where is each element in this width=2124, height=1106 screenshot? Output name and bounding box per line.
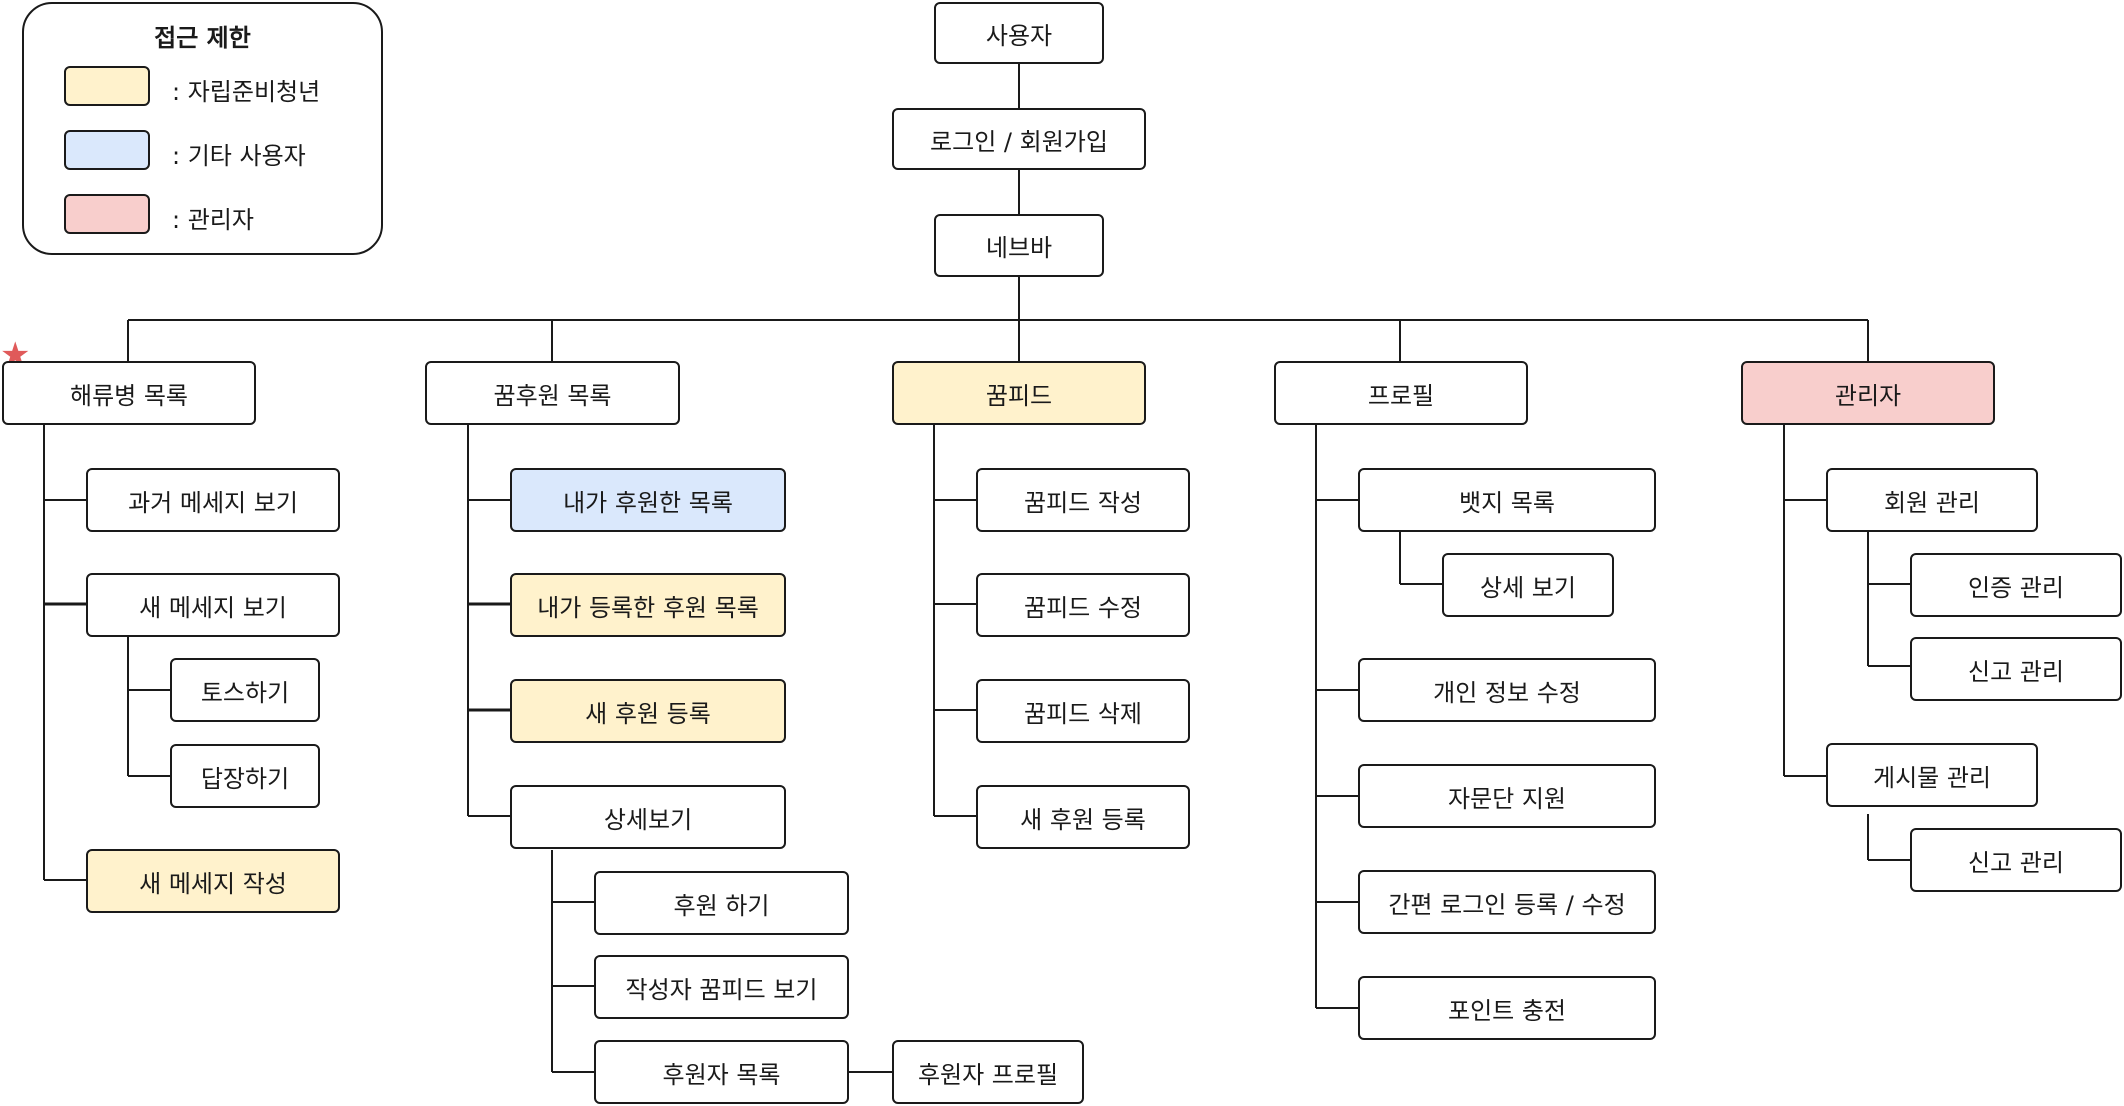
node-feed-edit[interactable]: 꿈피드 수정	[976, 573, 1190, 637]
legend-label-other-user: : 기타 사용자	[172, 142, 306, 170]
legend-label-admin: : 관리자	[172, 206, 254, 234]
node-my-registered-support[interactable]: 내가 등록한 후원 목록	[510, 573, 786, 637]
node-toss[interactable]: 토스하기	[170, 658, 320, 722]
node-feed-delete[interactable]: 꿈피드 삭제	[976, 679, 1190, 743]
node-supporter-list[interactable]: 후원자 목록	[594, 1040, 849, 1104]
node-support-list[interactable]: 꿈후원 목록	[425, 361, 680, 425]
node-badge-list[interactable]: 뱃지 목록	[1358, 468, 1656, 532]
node-reply[interactable]: 답장하기	[170, 744, 320, 808]
node-post-mgmt[interactable]: 게시물 관리	[1826, 743, 2038, 807]
node-point-charge[interactable]: 포인트 충전	[1358, 976, 1656, 1040]
node-post-report-mgmt[interactable]: 신고 관리	[1910, 828, 2122, 892]
access-legend: 접근 제한 : 자립준비청년 : 기타 사용자 : 관리자	[22, 2, 383, 255]
node-user[interactable]: 사용자	[934, 2, 1104, 64]
node-author-feed[interactable]: 작성자 꿈피드 보기	[594, 955, 849, 1019]
node-login-signup[interactable]: 로그인 / 회원가입	[892, 108, 1146, 170]
node-easy-login[interactable]: 간편 로그인 등록 / 수정	[1358, 870, 1656, 934]
node-report-mgmt[interactable]: 신고 관리	[1910, 637, 2122, 701]
node-feed-new-support[interactable]: 새 후원 등록	[976, 785, 1190, 849]
node-past-message[interactable]: 과거 메세지 보기	[86, 468, 340, 532]
legend-label-youth: : 자립준비청년	[172, 78, 321, 106]
node-supporter-profile[interactable]: 후원자 프로필	[892, 1040, 1084, 1104]
node-member-mgmt[interactable]: 회원 관리	[1826, 468, 2038, 532]
node-admin[interactable]: 관리자	[1741, 361, 1995, 425]
node-personal-info-edit[interactable]: 개인 정보 수정	[1358, 658, 1656, 722]
legend-swatch-other-user	[64, 130, 150, 170]
node-new-message-write[interactable]: 새 메세지 작성	[86, 849, 340, 913]
node-my-support-list[interactable]: 내가 후원한 목록	[510, 468, 786, 532]
node-soldier-list[interactable]: 해류병 목록	[2, 361, 256, 425]
legend-swatch-admin	[64, 194, 150, 234]
node-badge-detail[interactable]: 상세 보기	[1442, 553, 1614, 617]
legend-title: 접근 제한	[154, 24, 251, 52]
node-new-support-register[interactable]: 새 후원 등록	[510, 679, 786, 743]
node-profile[interactable]: 프로필	[1274, 361, 1528, 425]
node-navbar[interactable]: 네브바	[934, 214, 1104, 277]
node-do-support[interactable]: 후원 하기	[594, 871, 849, 935]
node-feed-write[interactable]: 꿈피드 작성	[976, 468, 1190, 532]
node-dream-feed[interactable]: 꿈피드	[892, 361, 1146, 425]
node-detail-view[interactable]: 상세보기	[510, 785, 786, 849]
node-auth-mgmt[interactable]: 인증 관리	[1910, 553, 2122, 617]
node-new-message-view[interactable]: 새 메세지 보기	[86, 573, 340, 637]
legend-swatch-youth	[64, 66, 150, 106]
node-advisory-apply[interactable]: 자문단 지원	[1358, 764, 1656, 828]
